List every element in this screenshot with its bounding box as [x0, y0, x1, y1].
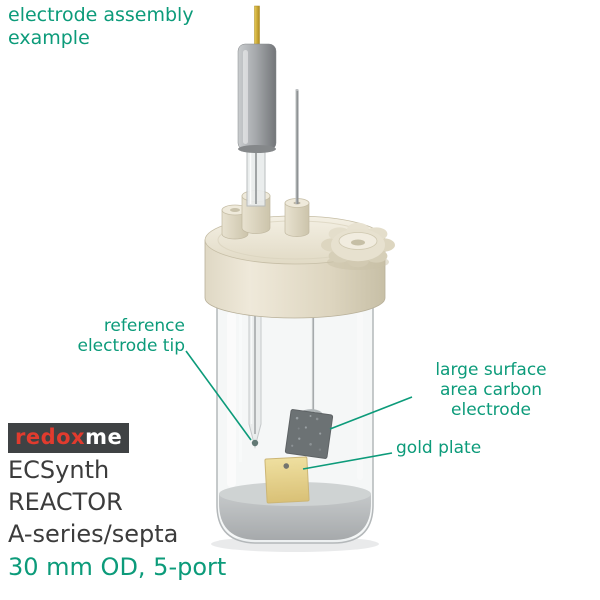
- vessel-outline: [216, 300, 374, 544]
- gold-plate: [264, 456, 310, 504]
- reference-tube: [248, 311, 262, 449]
- port-boss-c: [284, 198, 310, 237]
- gold-contact-dot: [283, 463, 290, 469]
- product-series: A-series/septa: [8, 520, 179, 548]
- title-line-2: example: [8, 27, 90, 49]
- product-name-reactor: REACTOR: [8, 488, 123, 516]
- gold-pin: [254, 5, 260, 47]
- title-line-1: electrode assembly: [8, 4, 194, 26]
- product-name-ecsynth: ECSynth: [8, 456, 110, 484]
- needle-electrode: [295, 89, 299, 204]
- leader-line-gold: [302, 452, 393, 470]
- label-carbon-electrode: large surface area carbon electrode: [435, 360, 547, 420]
- label-gold-plate: gold plate: [396, 438, 482, 458]
- port-boss-a: [221, 204, 249, 240]
- logo-text-me: me: [85, 425, 123, 449]
- knob-hole: [351, 239, 365, 246]
- label-reference-electrode-tip: reference electrode tip: [77, 316, 185, 356]
- carbon-electrode: [284, 409, 334, 459]
- leader-line-carbon: [329, 396, 413, 430]
- page-title: electrode assembly example: [8, 4, 194, 50]
- reference-electrode-assembly: [237, 5, 277, 207]
- vessel-base: [219, 494, 371, 540]
- logo-text-redox: redox: [15, 425, 86, 449]
- reference-tip-dot: [251, 439, 259, 447]
- cap-assembly: [204, 190, 395, 319]
- product-spec: 30 mm OD, 5-port: [8, 553, 227, 581]
- glass-front: [217, 300, 373, 543]
- leader-line-reference: [185, 350, 252, 441]
- redoxme-logo: redoxme: [8, 423, 130, 453]
